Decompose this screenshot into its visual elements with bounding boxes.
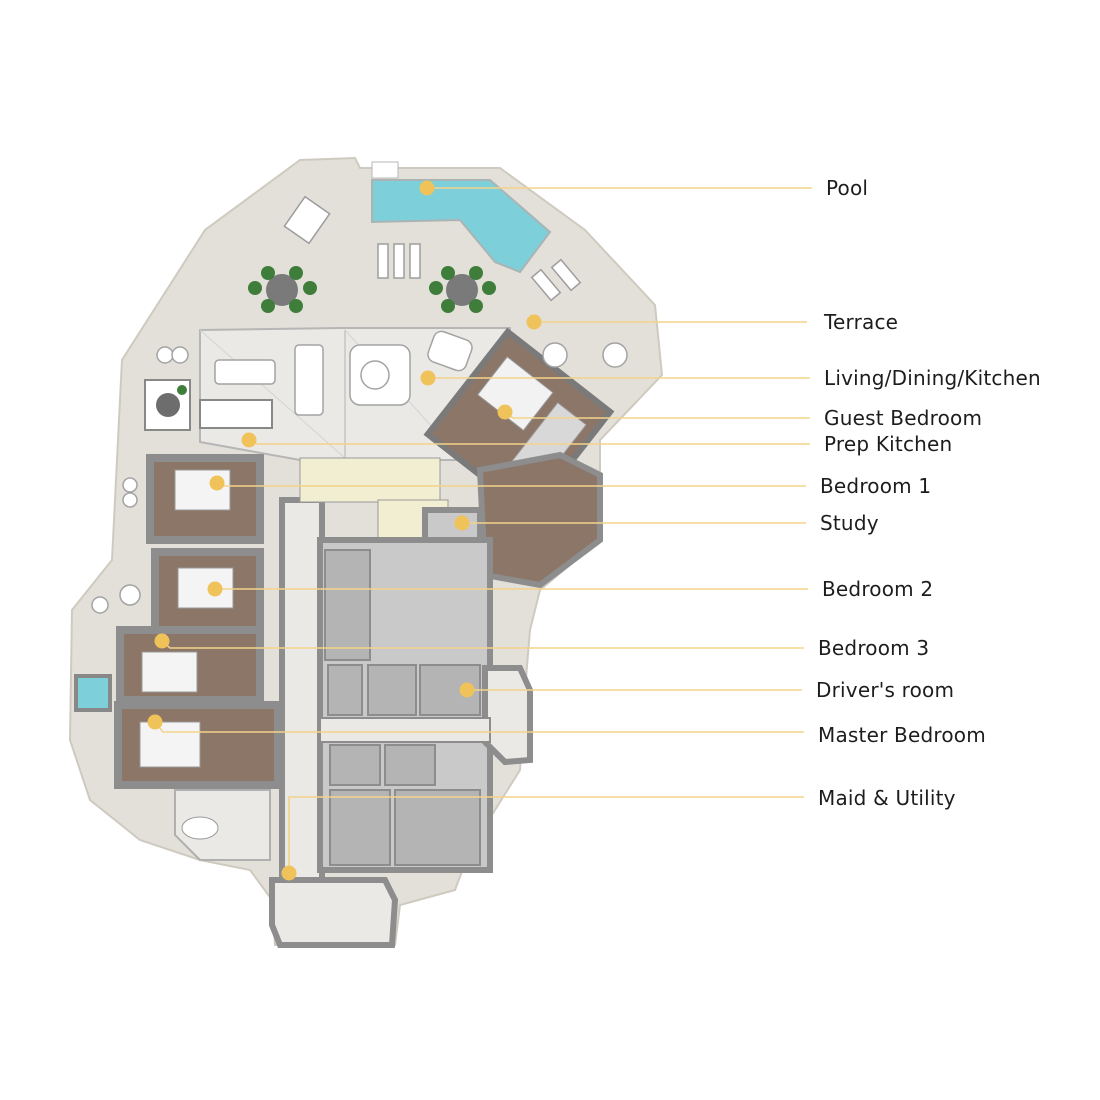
outdoor-dining-table — [283, 195, 582, 302]
marker-living — [420, 370, 436, 386]
marker-bedroom-3 — [154, 633, 170, 649]
master-bedroom-bed — [139, 721, 201, 768]
outdoor-plant-2 — [177, 385, 187, 395]
study-wing — [476, 451, 603, 589]
lower-corridor — [319, 717, 491, 743]
round-planter-right — [429, 266, 496, 313]
marker-pool — [419, 180, 435, 196]
dining-furniture — [214, 330, 473, 416]
marker-terrace — [526, 314, 542, 330]
bedroom-1-bed — [174, 469, 231, 511]
label-bedroom-2: Bedroom 2 — [822, 577, 933, 601]
location-markers — [147, 180, 542, 881]
label-bedroom-1: Bedroom 1 — [820, 474, 931, 498]
marker-maid-utility — [281, 865, 297, 881]
kitchen-counter — [199, 399, 273, 429]
label-living: Living/Dining/Kitchen — [824, 366, 1041, 390]
marker-bedroom-2 — [207, 581, 223, 597]
label-drivers-room: Driver's room — [816, 678, 954, 702]
marker-drivers-room — [459, 682, 475, 698]
marker-guest-bedroom — [497, 404, 513, 420]
terrace-loungers — [91, 342, 628, 614]
round-planter-left — [248, 266, 317, 313]
label-prep-kitchen: Prep Kitchen — [824, 432, 952, 456]
label-pool: Pool — [826, 176, 868, 200]
marker-master-bedroom — [147, 714, 163, 730]
drivers-room-wing — [482, 665, 533, 766]
bedroom-3-bed — [141, 651, 198, 693]
label-master-bedroom: Master Bedroom — [818, 723, 986, 747]
service-core-detail — [324, 549, 481, 866]
pool-steps — [371, 161, 399, 179]
marker-bedroom-1 — [209, 475, 225, 491]
jacuzzi — [74, 674, 112, 712]
label-bedroom-3: Bedroom 3 — [818, 636, 929, 660]
leader-line-maid-utility — [288, 796, 804, 873]
label-study: Study — [820, 511, 879, 535]
label-guest-bedroom: Guest Bedroom — [824, 406, 982, 430]
outdoor-plant — [156, 393, 180, 417]
bedroom-2-bed — [177, 567, 234, 609]
master-bath-terrace — [174, 789, 271, 861]
living-diagonal-a — [199, 329, 346, 459]
label-terrace: Terrace — [823, 310, 898, 334]
maid-utility-wing — [269, 877, 399, 948]
central-corridor — [279, 497, 325, 893]
label-maid-utility: Maid & Utility — [818, 786, 956, 810]
marker-prep-kitchen — [241, 432, 257, 448]
bathtub — [181, 816, 219, 840]
marker-study — [454, 515, 470, 531]
